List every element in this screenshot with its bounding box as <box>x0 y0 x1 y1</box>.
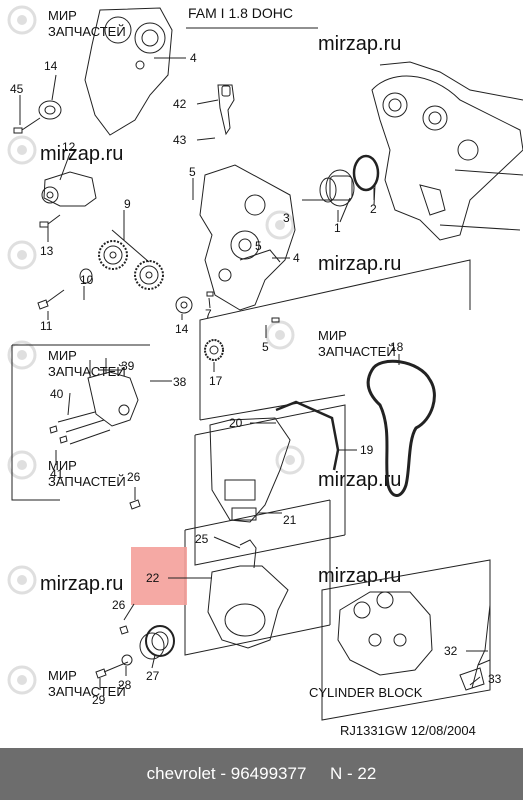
rear-cover-upper <box>84 7 173 136</box>
crankshaft-pulley <box>95 499 175 679</box>
part-label: 28 <box>118 678 132 692</box>
footer-gap <box>306 764 330 784</box>
position-label: N - 22 <box>330 764 377 783</box>
watermark-site: mirzap.ru <box>318 33 401 55</box>
small-parts-left <box>13 100 97 310</box>
watermark-brand: ЗАПЧАСТЕЙ <box>318 344 396 359</box>
reference-code: RJ1331GW 12/08/2004 <box>340 723 476 738</box>
camshaft-gears <box>98 240 164 290</box>
watermark-site: mirzap.ru <box>40 573 123 595</box>
part-label: 9 <box>124 197 131 211</box>
timing-belt <box>366 359 436 497</box>
part-label: 42 <box>173 97 187 111</box>
part-label: 27 <box>146 669 160 683</box>
watermark-brand: МИР <box>48 458 77 473</box>
part-label: 7 <box>205 307 212 321</box>
part-label: 22 <box>146 571 160 585</box>
part-label: 39 <box>121 359 135 373</box>
diagram-title: FAM I 1.8 DOHC <box>188 5 293 21</box>
watermark-site: mirzap.ru <box>40 143 123 165</box>
part-label: 17 <box>209 374 223 388</box>
part-label: 10 <box>80 273 94 287</box>
part-label: 45 <box>10 82 24 96</box>
part-label: 26 <box>127 470 141 484</box>
part-label: 43 <box>173 133 187 147</box>
group-outlines <box>11 259 491 721</box>
part-label: 26 <box>112 598 126 612</box>
part-number: 96499377 <box>230 764 307 783</box>
water-pump <box>319 154 380 223</box>
watermark-brand: ЗАПЧАСТЕЙ <box>48 24 126 39</box>
part-labels: 14 45 4 42 43 12 5 9 13 10 11 3 5 4 7 14… <box>10 51 502 707</box>
part-label: 32 <box>444 644 458 658</box>
idler-pulleys <box>175 291 280 361</box>
brand-name: chevrolet <box>146 764 216 783</box>
part-label: 18 <box>390 340 404 354</box>
watermark-brand: МИР <box>48 348 77 363</box>
watermark-brand: МИР <box>48 668 77 683</box>
separator: - <box>215 764 231 783</box>
watermark-site: mirzap.ru <box>318 253 401 275</box>
watermark-brand: ЗАПЧАСТЕЙ <box>48 684 126 699</box>
engine-head-drawing <box>371 61 523 241</box>
part-label: 3 <box>283 211 290 225</box>
watermark-brand: МИР <box>48 8 77 23</box>
watermark-brand: МИР <box>318 328 347 343</box>
part-label: 5 <box>255 239 262 253</box>
part-label: 40 <box>50 387 64 401</box>
part-label: 1 <box>334 221 341 235</box>
part-label: 2 <box>370 202 377 216</box>
watermark-logo <box>7 5 305 695</box>
part-label: 5 <box>189 165 196 179</box>
part-label: 14 <box>175 322 189 336</box>
camshaft-sensor <box>217 84 235 136</box>
part-label: 14 <box>44 59 58 73</box>
watermark-site: mirzap.ru <box>318 565 401 587</box>
part-footer: chevrolet - 96499377 N - 22 <box>0 748 523 800</box>
part-label: 33 <box>488 672 502 686</box>
lower-front-cover <box>207 539 289 649</box>
part-label: 11 <box>40 319 53 333</box>
part-label: 13 <box>40 244 54 258</box>
watermark-site: mirzap.ru <box>318 469 401 491</box>
part-label: 4 <box>293 251 300 265</box>
part-label: 25 <box>195 532 209 546</box>
part-label: 4 <box>190 51 197 65</box>
part-label: 41 <box>50 467 64 481</box>
upper-front-cover <box>209 400 340 523</box>
watermark-brand: ЗАПЧАСТЕЙ <box>48 474 126 489</box>
part-label: 20 <box>229 416 243 430</box>
part-label: 29 <box>92 693 106 707</box>
engine-mount-bracket <box>49 358 139 445</box>
part-label: 38 <box>173 375 187 389</box>
cylinder-block-detail <box>337 591 491 691</box>
highlight-box <box>131 547 187 605</box>
part-label: 12 <box>62 140 76 154</box>
part-label: 19 <box>360 443 374 457</box>
rear-cover <box>199 164 296 311</box>
watermark-layer: МИР ЗАПЧАСТЕЙ mirzap.ru mirzap.ru mirzap… <box>7 5 401 699</box>
leader-lines <box>19 57 488 690</box>
watermark-brand: ЗАПЧАСТЕЙ <box>48 364 126 379</box>
part-label: 21 <box>283 513 297 527</box>
exploded-parts-diagram: МИР ЗАПЧАСТЕЙ mirzap.ru mirzap.ru mirzap… <box>7 5 523 738</box>
cylinder-block-caption: CYLINDER BLOCK <box>309 685 423 700</box>
part-label: 5 <box>262 340 269 354</box>
